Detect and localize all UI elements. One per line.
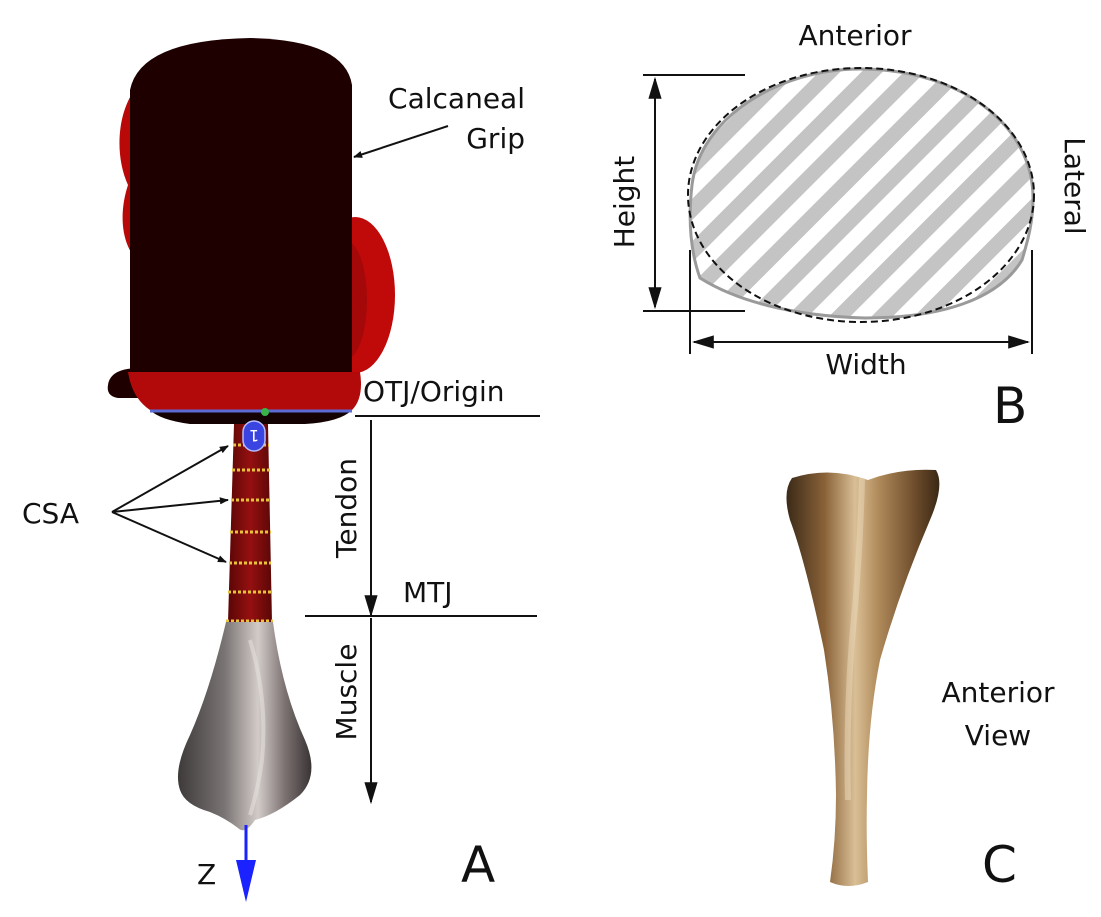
csa-label: CSA	[22, 497, 79, 530]
grip-base	[128, 372, 361, 410]
grip-body	[130, 38, 352, 380]
mtj-label: MTJ	[403, 576, 453, 609]
view-label-line1: Anterior	[941, 676, 1055, 709]
panel-a: 1 Z Calcaneal Grip OTJ/Origin Tendon MTJ…	[22, 38, 540, 902]
z-axis-label: Z	[197, 858, 216, 891]
panel-a-label: A	[461, 836, 495, 894]
point-marker-label: 1	[249, 426, 259, 445]
panel-c-label: C	[982, 836, 1017, 894]
calcaneal-label-line1: Calcaneal	[388, 82, 525, 115]
width-label: Width	[825, 348, 906, 381]
tendon-label: Tendon	[330, 458, 363, 559]
z-axis-arrowhead	[236, 860, 256, 902]
otj-origin-label: OTJ/Origin	[363, 375, 504, 408]
muscle-label: Muscle	[330, 644, 363, 741]
panel-c: Anterior View C	[786, 470, 1055, 894]
muscle-body	[178, 622, 311, 830]
calcaneal-label-line2: Grip	[466, 122, 525, 155]
view-label-line2: View	[965, 719, 1031, 752]
cross-section	[690, 69, 1033, 318]
anterior-label: Anterior	[798, 19, 912, 52]
csa-arrow-3	[112, 512, 226, 562]
height-label: Height	[608, 156, 641, 249]
calcaneal-arrow	[354, 126, 448, 157]
panel-b-label: B	[993, 377, 1027, 435]
lateral-label: Lateral	[1058, 137, 1091, 234]
panel-b: Anterior Lateral Height Width B	[608, 19, 1091, 435]
origin-dot	[261, 408, 269, 416]
